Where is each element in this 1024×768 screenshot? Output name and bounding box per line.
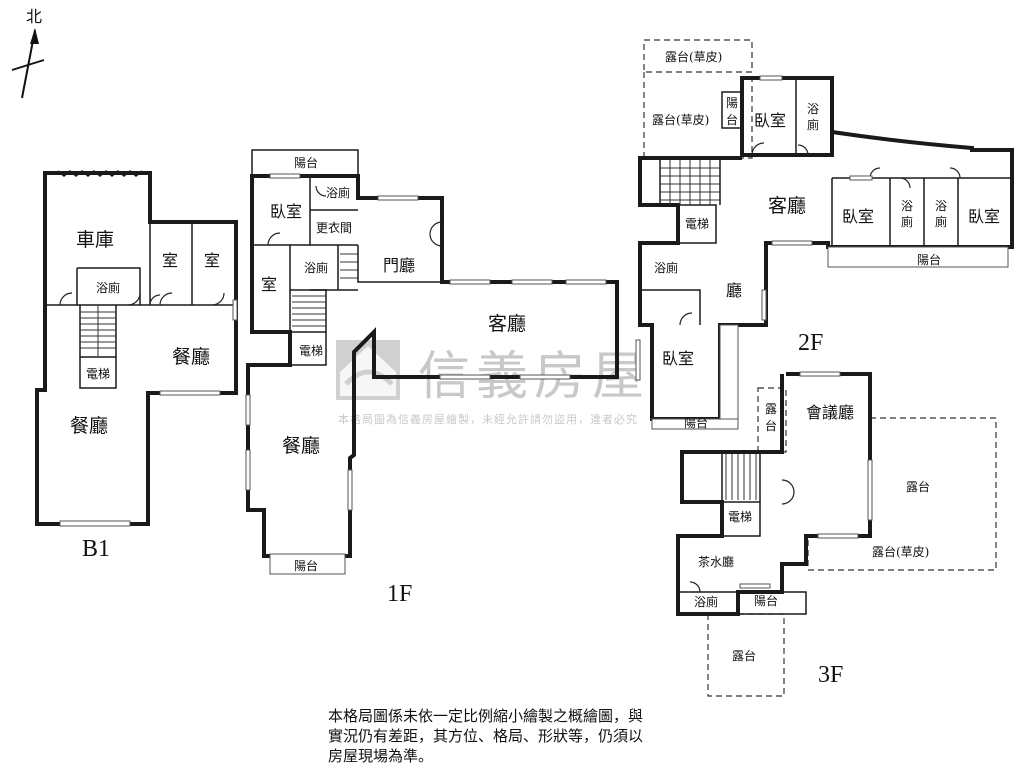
floor-b1: 車庫 室 室 浴廁 電梯 餐廳 餐廳 B1 [35, 170, 238, 562]
f3-bath-label: 浴廁 [694, 594, 718, 609]
f2-bath-left-label: 浴廁 [654, 260, 678, 275]
f1-bath-mid-label: 浴廁 [304, 260, 328, 275]
f1-bath-top-label: 浴廁 [326, 185, 350, 200]
f1-living-label: 客廳 [488, 313, 526, 335]
floor-1f: 陽台 臥室 浴廁 更衣間 浴廁 室 門廳 客廳 電梯 餐廳 陽台 1F [245, 149, 619, 607]
f3-terrace-small-1: 露 [765, 402, 777, 416]
f2-balcony-left-label: 陽台 [684, 415, 708, 430]
disclaimer-note: 本格局圖係未依一定比例縮小繪製之概繪圖，與 實況仍有差距，其方位、格局、形狀等，… [328, 706, 708, 766]
f1-bedroom-label: 臥室 [270, 202, 302, 221]
b1-room-a-label: 室 [162, 251, 178, 270]
f2-bedroom-right-2-label: 臥室 [968, 207, 1000, 226]
watermark-logo [336, 340, 400, 400]
f3-terrace-lawn-label: 露台(草皮) [872, 544, 929, 559]
f2-bath-top-1: 浴 [807, 102, 819, 116]
f3-terrace-small-2: 台 [765, 418, 777, 433]
floor-b1-label: B1 [82, 536, 110, 562]
f2-terrace-lawn-top-label: 露台(草皮) [665, 49, 722, 64]
floor-1f-label: 1F [387, 581, 412, 607]
f2-balcony-small-2: 台 [726, 112, 738, 127]
f1-elevator-label: 電梯 [299, 344, 323, 358]
watermark-notice: 本格局圖為信義房屋繪製，未經允許請勿盜用，違者必究 [338, 412, 638, 426]
b1-room-b-label: 室 [204, 251, 220, 270]
f3-terrace-bottom-label: 露台 [732, 648, 756, 663]
f1-foyer-label: 門廳 [383, 256, 415, 275]
f2-hall-label: 廳 [726, 281, 742, 300]
f3-terrace-right-label: 露台 [906, 479, 930, 494]
north-arrow: 北 [11, 7, 45, 99]
b1-dining-main-label: 餐廳 [70, 415, 108, 437]
f2-bath-r2-1: 浴 [935, 199, 947, 213]
f2-bath-top-2: 廁 [807, 117, 819, 132]
f2-bath-r2-2: 廁 [935, 214, 947, 229]
floor-3f-label: 3F [818, 662, 843, 688]
b1-bath-label: 浴廁 [96, 280, 120, 295]
f2-bedroom-right-1-label: 臥室 [842, 207, 874, 226]
floor-3f: 露 台 會議廳 露台 電梯 茶水廳 露台(草皮) 浴廁 陽台 露台 3F [676, 371, 997, 697]
f3-elevator-label: 電梯 [728, 510, 752, 524]
f3-tea-room-label: 茶水廳 [698, 554, 734, 569]
f1-dining-label: 餐廳 [282, 435, 320, 457]
f2-living-label: 客廳 [768, 195, 806, 217]
floor-2f-label: 2F [798, 330, 823, 356]
f2-balcony-small-1: 陽 [726, 96, 738, 110]
f2-terrace-lawn-label: 露台(草皮) [652, 112, 709, 127]
f1-balcony-bottom-label: 陽台 [294, 558, 318, 573]
disclaimer-line-1: 本格局圖係未依一定比例縮小繪製之概繪圖，與 [328, 707, 644, 725]
compass-label: 北 [26, 7, 42, 26]
b1-garage-label: 車庫 [76, 229, 114, 251]
f1-balcony-top-label: 陽台 [294, 155, 318, 170]
f3-meeting-label: 會議廳 [806, 403, 854, 422]
b1-dining-right-label: 餐廳 [172, 346, 210, 368]
disclaimer-line-2: 實況仍有差距，其方位、格局、形狀等，仍須以 [328, 727, 644, 745]
b1-elevator-label: 電梯 [86, 367, 110, 381]
watermark: 信義房屋 本格局圖為信義房屋繪製，未經允許請勿盜用，違者必究 [336, 340, 644, 426]
f2-bedroom-left-label: 臥室 [662, 349, 694, 368]
disclaimer-line-3: 房屋現場為準。 [328, 747, 434, 765]
f2-bath-r1-1: 浴 [901, 199, 913, 213]
f3-balcony-label: 陽台 [754, 593, 778, 608]
f2-bath-r1-2: 廁 [901, 214, 913, 229]
f2-bedroom-top-label: 臥室 [754, 111, 786, 130]
f1-room-label: 室 [261, 275, 277, 294]
f2-elevator-label: 電梯 [685, 217, 709, 231]
floor-2f: 露台(草皮) 露台(草皮) 陽 台 臥室 浴 廁 客廳 電梯 臥室 浴 廁 浴 … [635, 39, 1014, 430]
f2-balcony-right-label: 陽台 [917, 252, 941, 267]
f1-closet-label: 更衣間 [316, 220, 352, 235]
